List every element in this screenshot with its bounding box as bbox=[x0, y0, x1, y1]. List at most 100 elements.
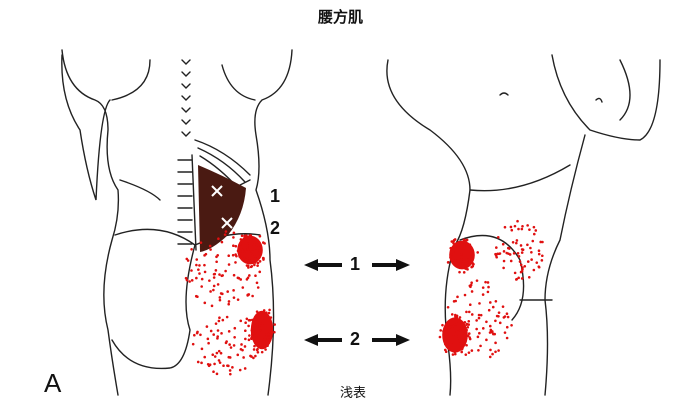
pain-dot bbox=[248, 245, 252, 249]
pain-dot bbox=[461, 260, 465, 264]
pain-dot bbox=[470, 265, 473, 269]
pain-dot bbox=[494, 319, 497, 323]
pain-dot bbox=[234, 261, 237, 264]
pain-dot bbox=[254, 336, 258, 339]
pain-dot bbox=[265, 333, 268, 336]
pain-dot bbox=[251, 253, 254, 257]
pain-dot bbox=[258, 270, 262, 274]
pain-dot bbox=[232, 236, 235, 239]
pain-dot bbox=[494, 350, 497, 354]
pain-dot bbox=[463, 293, 467, 297]
pain-dot bbox=[515, 239, 519, 242]
pain-dot bbox=[219, 292, 223, 295]
pain-dot bbox=[451, 327, 455, 331]
pain-dot bbox=[485, 338, 488, 342]
pain-dot bbox=[453, 350, 457, 354]
pain-dot bbox=[229, 346, 233, 349]
pain-dot bbox=[454, 262, 457, 266]
pain-dot bbox=[258, 234, 262, 238]
pain-dot bbox=[199, 241, 203, 244]
pain-dot bbox=[208, 244, 212, 248]
pain-dot bbox=[526, 224, 529, 227]
pain-dot bbox=[236, 249, 240, 253]
pain-dot bbox=[241, 286, 245, 289]
pain-dot bbox=[267, 332, 270, 336]
pain-dot bbox=[204, 252, 208, 256]
pain-dot bbox=[251, 250, 254, 254]
pain-dot bbox=[248, 257, 251, 261]
pain-dot bbox=[241, 250, 244, 253]
buttock-line bbox=[111, 228, 196, 370]
pain-dot bbox=[443, 348, 447, 352]
pain-dot bbox=[491, 305, 495, 309]
pain-dot bbox=[516, 219, 519, 223]
pain-dot bbox=[250, 355, 253, 358]
pain-dot bbox=[529, 246, 532, 250]
pain-dot bbox=[477, 316, 481, 320]
pain-dot bbox=[527, 275, 531, 279]
pain-dot bbox=[535, 261, 539, 264]
pain-dot bbox=[502, 259, 506, 263]
pain-dot bbox=[190, 269, 193, 272]
pain-dot bbox=[462, 238, 466, 242]
pain-dot bbox=[541, 254, 544, 258]
pain-dot bbox=[451, 343, 455, 346]
pain-dot bbox=[216, 253, 220, 257]
pain-dot bbox=[253, 243, 256, 246]
pain-dot bbox=[470, 349, 474, 352]
pain-dot bbox=[199, 333, 202, 337]
trigger-point-label-1: 1 bbox=[270, 186, 281, 206]
pain-dot bbox=[229, 372, 232, 376]
pain-dot bbox=[250, 327, 254, 330]
pain-dot bbox=[517, 255, 521, 258]
pain-dot bbox=[534, 229, 538, 232]
pain-dot bbox=[520, 251, 524, 254]
pain-dot bbox=[212, 276, 216, 279]
pain-dot bbox=[528, 228, 531, 231]
pain-dot bbox=[454, 256, 458, 259]
pain-dot bbox=[481, 286, 485, 289]
pain-dot bbox=[439, 329, 442, 332]
pain-dot bbox=[206, 337, 210, 341]
pain-dot bbox=[254, 261, 257, 264]
pain-dot bbox=[498, 321, 502, 325]
pain-dot bbox=[515, 278, 518, 281]
pain-dot bbox=[213, 355, 217, 358]
pain-dot bbox=[221, 318, 225, 322]
pain-dot bbox=[470, 313, 474, 316]
pain-dot bbox=[453, 318, 457, 322]
pain-dot bbox=[262, 241, 265, 244]
pain-dot bbox=[488, 324, 492, 328]
pain-dot bbox=[251, 261, 255, 265]
pain-dot bbox=[248, 242, 252, 245]
pain-dot bbox=[441, 323, 444, 327]
pain-dot bbox=[463, 339, 467, 343]
left-arm bbox=[61, 54, 111, 201]
pain-dot bbox=[261, 338, 265, 341]
pain-dot bbox=[497, 311, 501, 314]
pain-dot bbox=[228, 369, 232, 372]
pain-dot bbox=[463, 320, 467, 324]
pain-dot bbox=[503, 225, 507, 229]
arrow-1-right bbox=[372, 259, 410, 271]
pain-dot bbox=[487, 285, 490, 289]
pain-dot bbox=[246, 247, 249, 251]
pain-dot bbox=[203, 355, 207, 359]
pain-dot bbox=[495, 314, 499, 318]
pain-dot bbox=[210, 304, 214, 308]
pain-dot bbox=[464, 331, 468, 335]
pain-dot bbox=[231, 253, 235, 257]
pain-dot bbox=[447, 333, 451, 337]
pain-dot bbox=[453, 323, 457, 326]
pain-dot bbox=[521, 268, 524, 271]
pain-dot bbox=[227, 330, 231, 333]
pain-dot bbox=[521, 266, 524, 269]
pain-dot bbox=[208, 279, 211, 282]
pain-dot bbox=[470, 290, 474, 293]
pain-dot bbox=[227, 300, 231, 303]
pain-dot bbox=[258, 260, 262, 263]
pain-dot bbox=[212, 370, 215, 373]
pain-dot bbox=[503, 331, 507, 334]
pain-dot bbox=[465, 252, 468, 256]
